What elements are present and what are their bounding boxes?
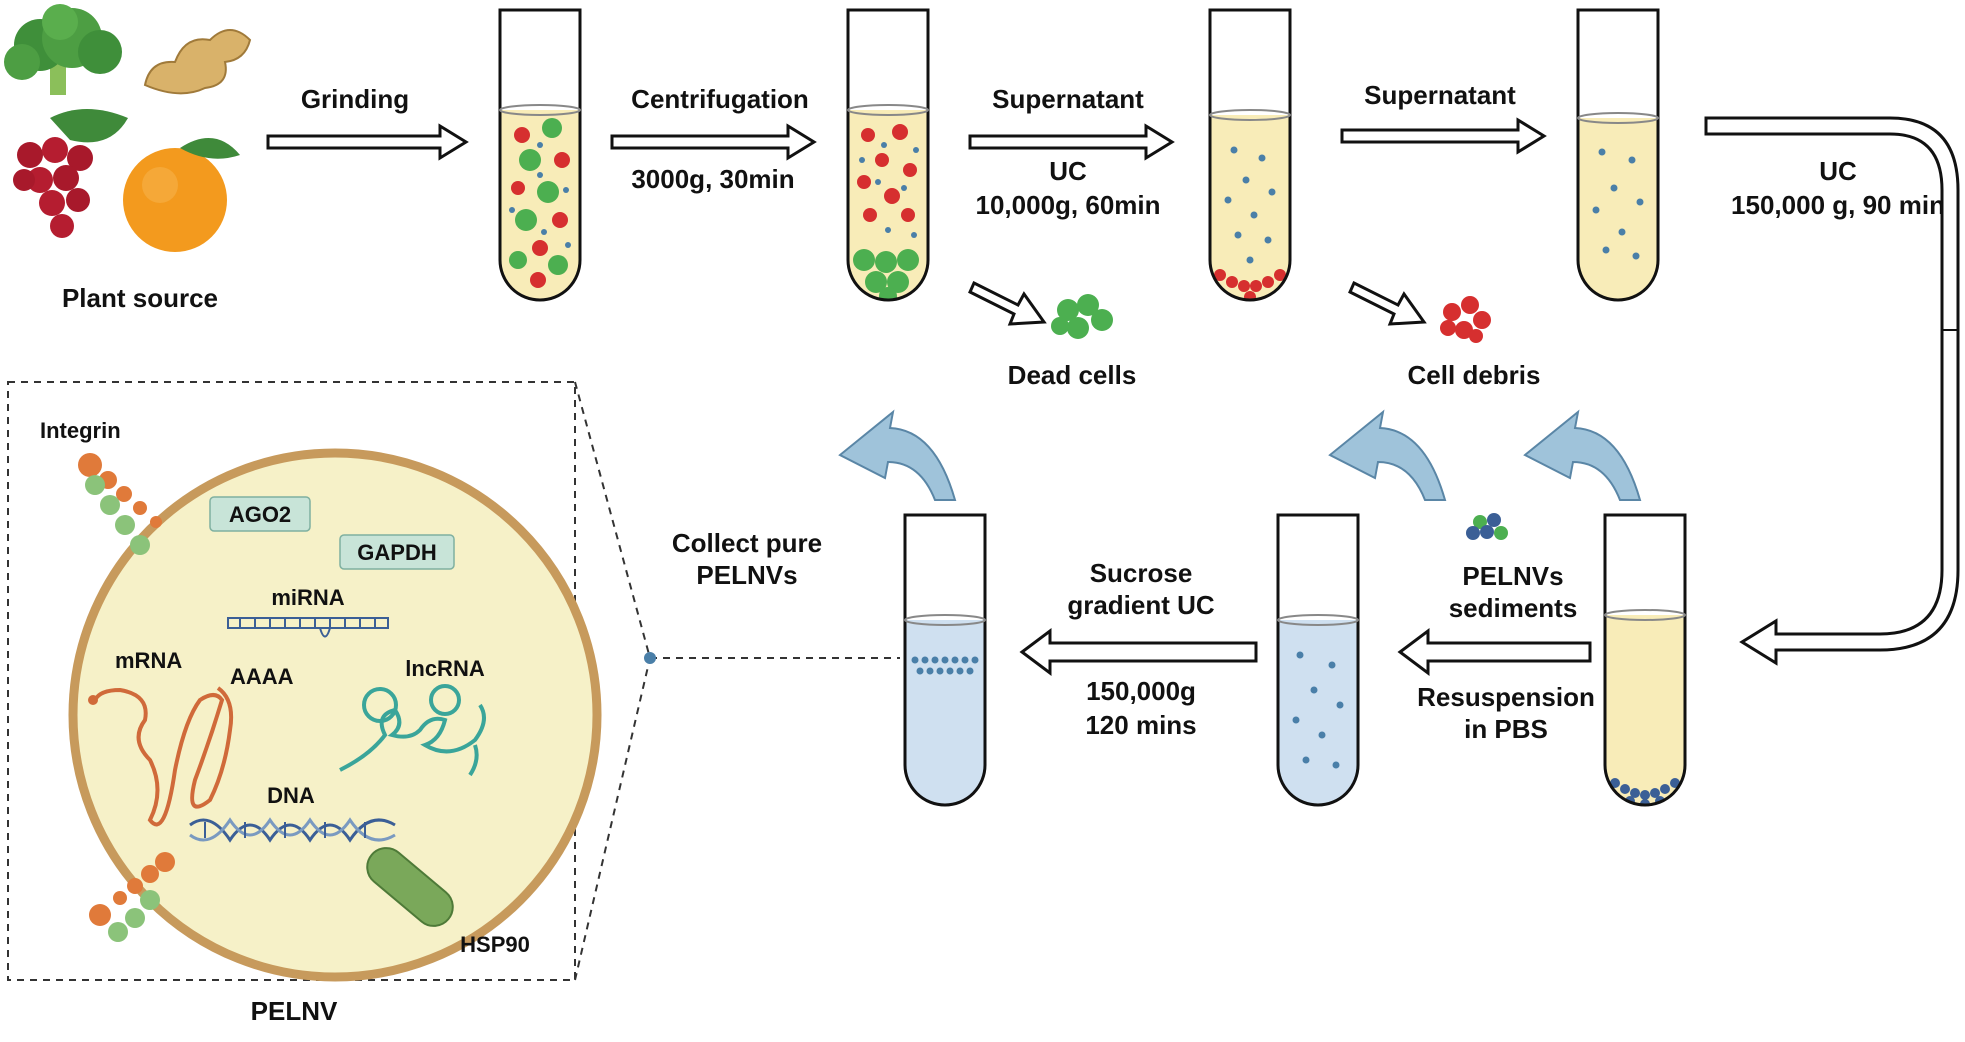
tube-3-uc-10000g — [1208, 8, 1292, 302]
integrin-bottom-icon — [89, 852, 175, 942]
tube-7-sucrose-gradient — [903, 513, 987, 807]
collect-label-2: PELNVs — [696, 560, 797, 590]
resuspension-label-2: in PBS — [1464, 714, 1548, 744]
pelnv-sediment-cluster — [1466, 513, 1508, 540]
supernatant-arrow-2 — [1340, 117, 1547, 155]
uc-condition-2: 150,000 g, 90 min — [1731, 190, 1945, 220]
plant-source-label: Plant source — [62, 283, 218, 313]
centrifugation-label: Centrifugation — [631, 84, 809, 114]
uc-condition-1: 10,000g, 60min — [976, 190, 1161, 220]
centrifugation-condition: 3000g, 30min — [631, 164, 794, 194]
grinding-arrow — [266, 123, 469, 161]
sucrose-condition-2: 120 mins — [1085, 710, 1196, 740]
cell-debris-cluster — [1440, 296, 1491, 343]
pelnv-detail-box — [7, 381, 900, 981]
return-arrow — [1704, 116, 1960, 666]
centrifugation-arrow — [610, 123, 817, 161]
broccoli-icon — [4, 4, 122, 95]
mrna-label: mRNA — [115, 648, 182, 673]
uc-label-1: UC — [1049, 156, 1087, 186]
mirna-label: miRNA — [271, 585, 344, 610]
tube-2-centrifuged — [846, 8, 930, 302]
cell-debris-arrow — [1348, 280, 1427, 326]
resuspension-label-1: Resuspension — [1417, 682, 1595, 712]
curved-arrow-3 — [838, 409, 957, 501]
lncrna-label: lncRNA — [405, 656, 485, 681]
mrna-icon — [88, 686, 234, 827]
pelnvs-sediments-label-2: sediments — [1449, 593, 1578, 623]
supernatant-arrow-1 — [968, 123, 1175, 161]
dead-cells-arrow — [968, 280, 1047, 326]
pelnv-label: PELNV — [251, 996, 338, 1026]
gapdh-label: GAPDH — [357, 540, 436, 565]
cell-debris-label: Cell debris — [1408, 360, 1541, 390]
hsp90-label: HSP90 — [460, 932, 530, 957]
curved-arrow-2 — [1328, 409, 1447, 501]
dead-cells-cluster — [1051, 294, 1113, 339]
sucrose-label-1: Sucrose — [1090, 558, 1193, 588]
integrin-top-icon — [78, 453, 162, 555]
sucrose-gradient-arrow — [1019, 628, 1258, 676]
uc-label-2: UC — [1819, 156, 1857, 186]
supernatant-label-2: Supernatant — [1364, 80, 1516, 110]
curved-arrow-1 — [1523, 409, 1642, 501]
orange-icon — [123, 138, 240, 252]
ago2-tag — [209, 496, 311, 532]
sucrose-label-2: gradient UC — [1067, 590, 1215, 620]
hsp90-icon — [366, 847, 454, 927]
resuspension-arrow — [1397, 628, 1592, 676]
lncrna-icon — [339, 684, 486, 777]
tube-6-resuspended — [1276, 513, 1360, 807]
gapdh-tag — [339, 534, 455, 570]
sucrose-condition-1: 150,000g — [1086, 676, 1196, 706]
grape-icon — [13, 109, 128, 238]
supernatant-label-1: Supernatant — [992, 84, 1144, 114]
dead-cells-label: Dead cells — [1008, 360, 1137, 390]
integrin-label: Integrin — [40, 418, 121, 443]
pelnvs-sediments-label-1: PELNVs — [1462, 561, 1563, 591]
dna-icon — [189, 817, 396, 843]
collect-label-1: Collect pure — [672, 528, 822, 558]
mirna-icon — [227, 617, 389, 638]
tube-4-supernatant — [1576, 8, 1660, 302]
dna-label: DNA — [267, 783, 315, 808]
grinding-label: Grinding — [301, 84, 409, 114]
ginger-icon — [143, 29, 252, 95]
tube-1-homogenate — [498, 8, 582, 302]
pelnv-vesicle — [68, 448, 602, 982]
ago2-label: AGO2 — [229, 502, 291, 527]
tube-5-pelnv-pellet — [1603, 513, 1687, 807]
aaaa-label: AAAA — [230, 664, 294, 689]
plant-source-illustration — [4, 4, 252, 252]
